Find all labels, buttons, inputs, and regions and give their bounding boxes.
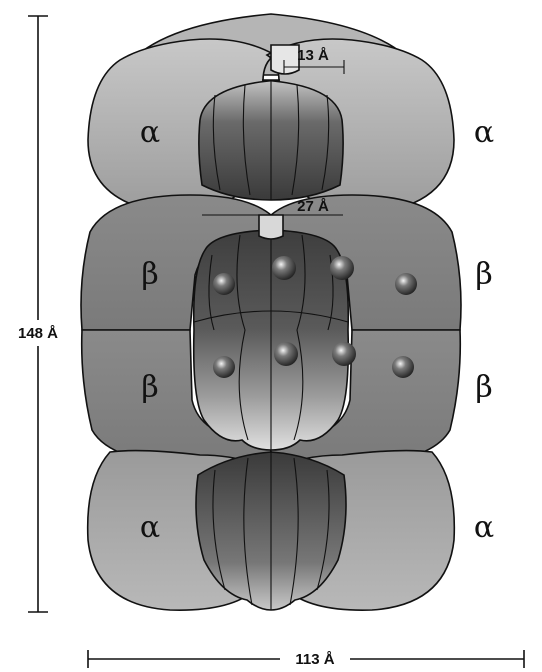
active-site xyxy=(213,273,235,295)
width-label: 113 Å xyxy=(295,651,334,668)
label-beta-upper-left: β xyxy=(141,257,158,292)
label-beta-lower-left: β xyxy=(141,370,158,405)
beta-rings xyxy=(81,195,461,466)
active-site xyxy=(272,256,296,280)
pore-top-label: 13 Å xyxy=(297,47,329,64)
active-site xyxy=(274,342,298,366)
label-beta-lower-right: β xyxy=(475,370,492,405)
label-alpha-top-right: α xyxy=(474,115,494,150)
active-site xyxy=(332,342,356,366)
height-dimension: 148 Å xyxy=(18,16,58,612)
active-site xyxy=(392,356,414,378)
active-site xyxy=(395,273,417,295)
width-dimension: 113 Å xyxy=(88,650,524,668)
pore-mid-label: 27 Å xyxy=(297,198,329,215)
active-site xyxy=(330,256,354,280)
active-site xyxy=(213,356,235,378)
label-alpha-bottom-right: α xyxy=(474,510,494,545)
label-alpha-top-left: α xyxy=(140,115,160,150)
height-label: 148 Å xyxy=(18,325,58,342)
alpha-ring-top xyxy=(88,14,454,212)
label-alpha-bottom-left: α xyxy=(140,510,160,545)
label-beta-upper-right: β xyxy=(475,257,492,292)
